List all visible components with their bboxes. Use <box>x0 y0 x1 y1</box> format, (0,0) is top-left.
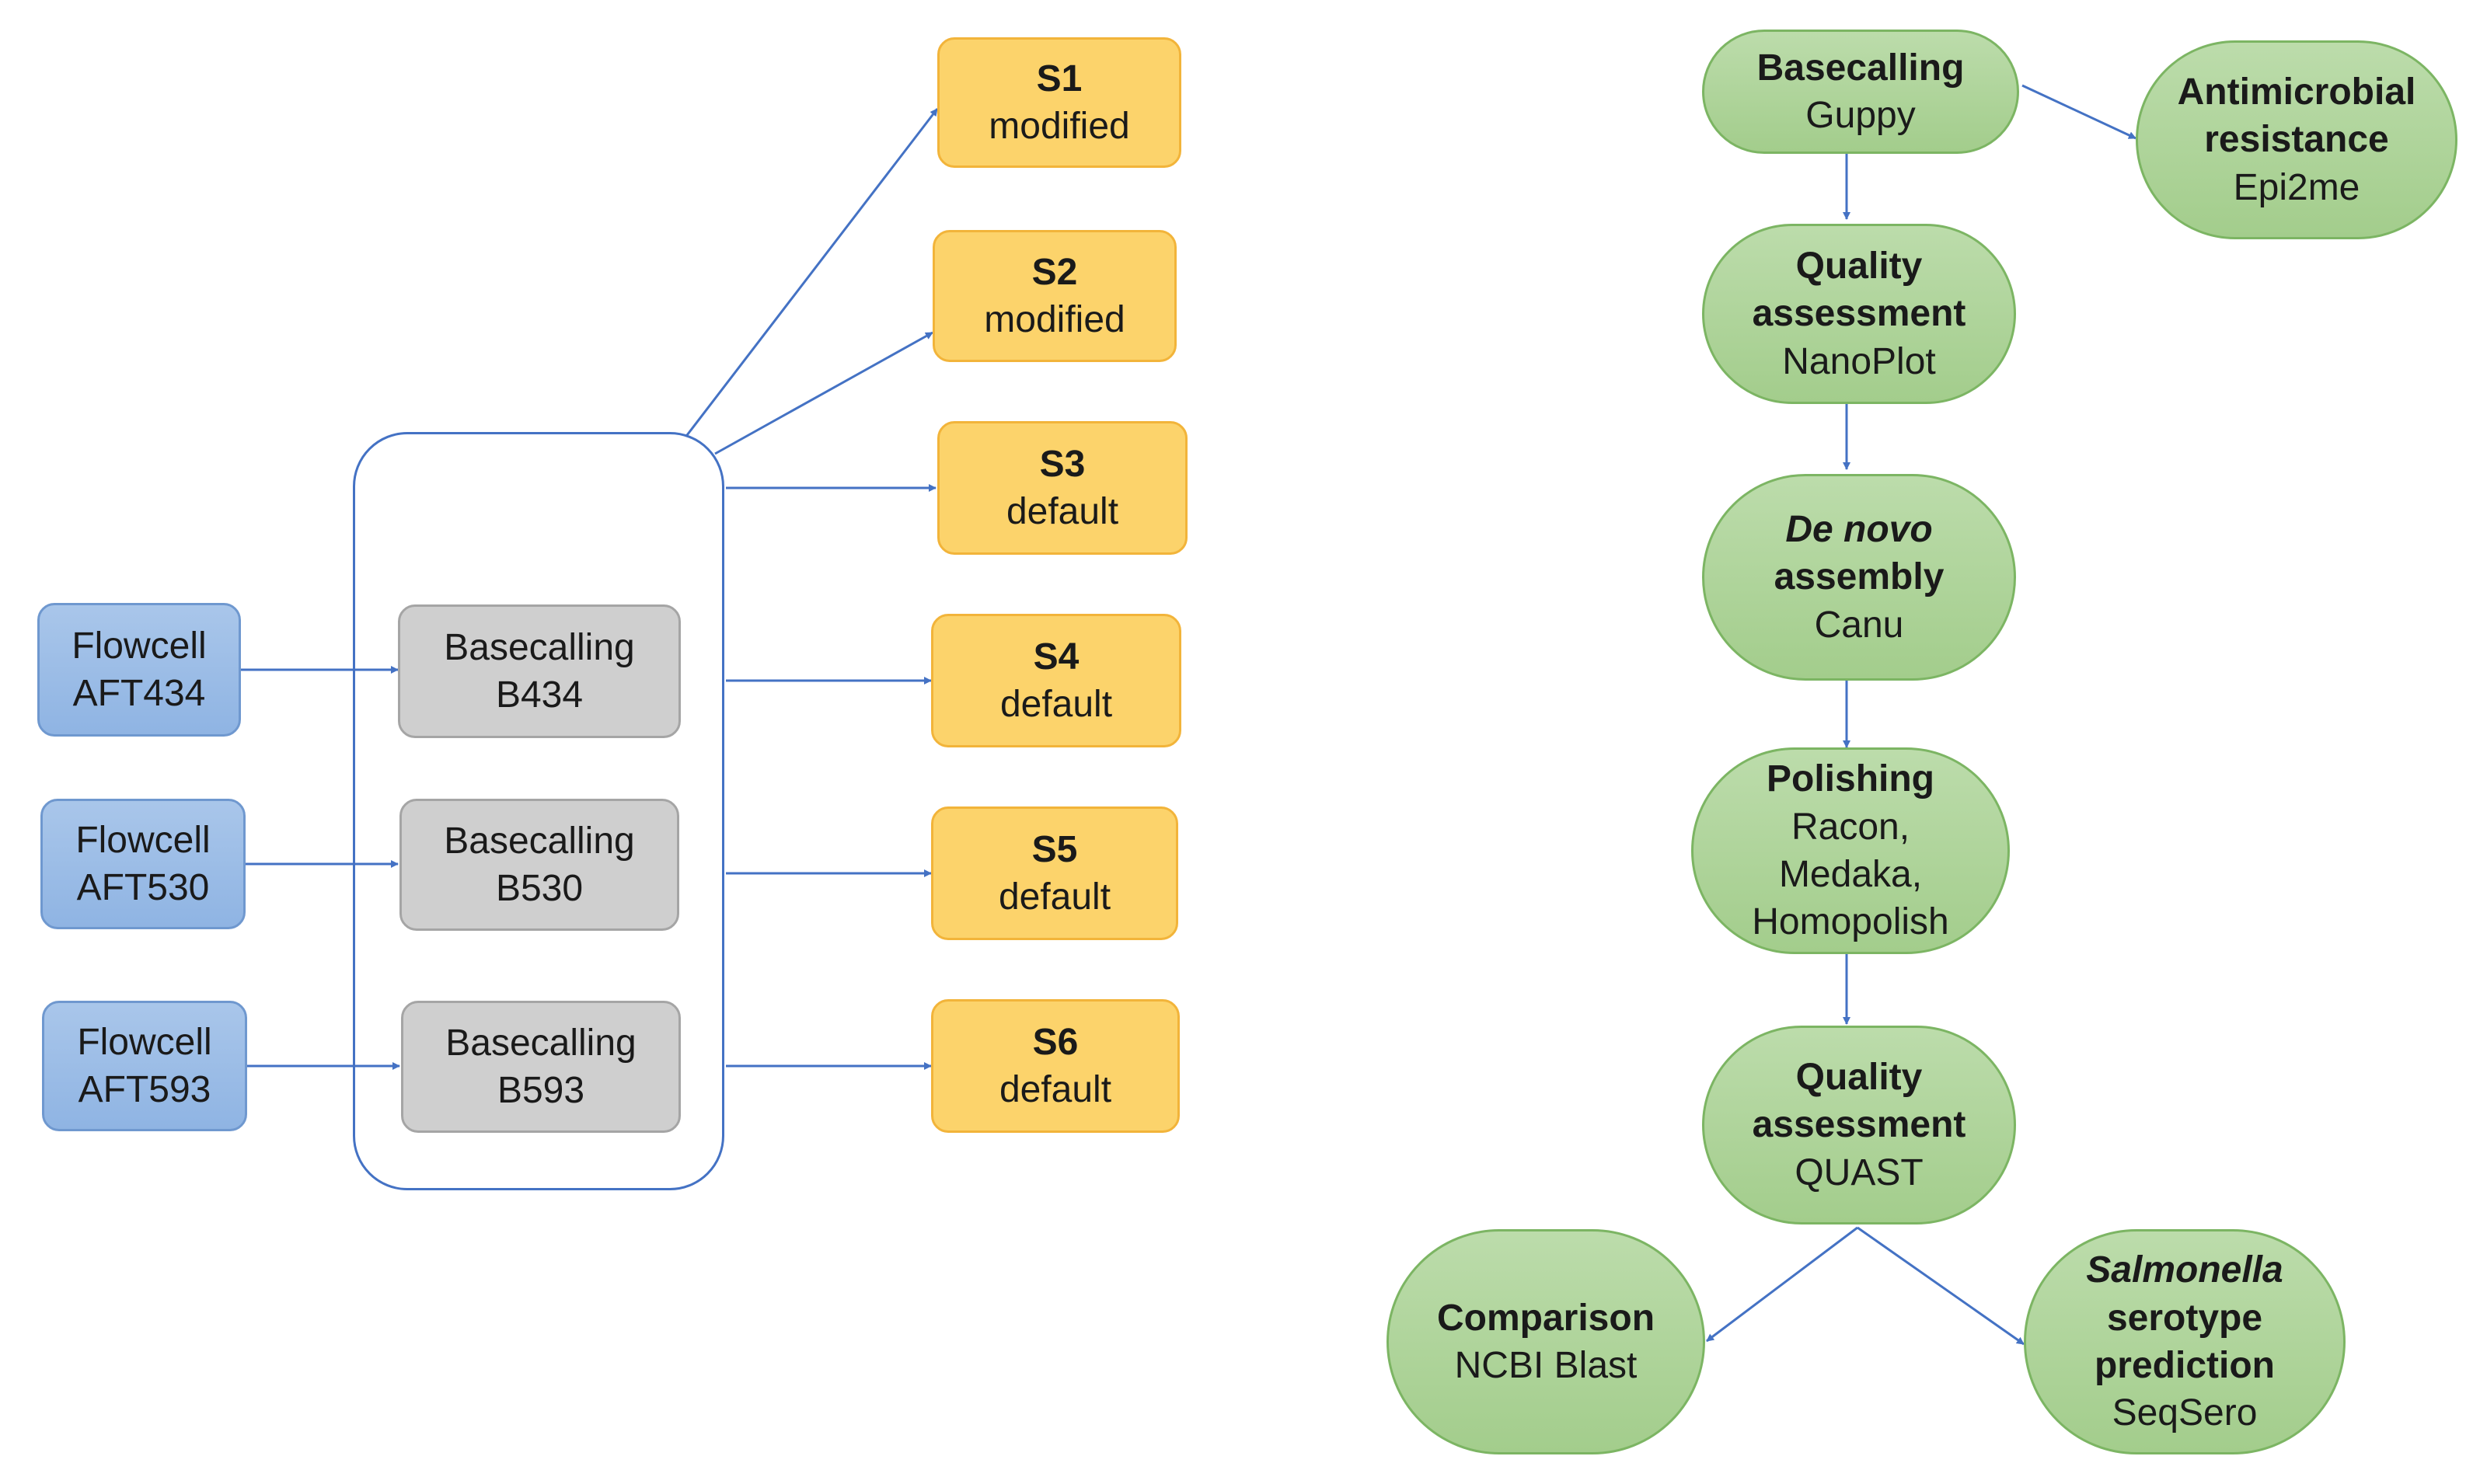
sample-s5: S5 default <box>931 806 1178 940</box>
sample-mode: default <box>999 1069 1112 1110</box>
sample-s3: S3 default <box>937 421 1188 555</box>
pipeline-step-tool: Epi2me <box>2233 166 2360 208</box>
sample-id: S1 <box>1036 57 1083 99</box>
sample-mode: modified <box>989 106 1130 147</box>
pipeline-serotype-prediction: Salmonella serotype prediction SeqSero <box>2024 1229 2346 1454</box>
basecalling-label: Basecalling <box>445 1022 637 1064</box>
pipeline-step-tool: SeqSero <box>2112 1392 2258 1434</box>
pipeline-step-tool: Canu <box>1814 604 1904 646</box>
sample-s6: S6 default <box>931 999 1180 1133</box>
basecalling-group-container <box>353 432 724 1190</box>
basecalling-b593: Basecalling B593 <box>401 1001 681 1133</box>
edge-qa2-cmp <box>1706 1226 1858 1343</box>
pipeline-quality-assessment-1: Quality assessment NanoPlot <box>1702 224 2016 404</box>
edge-c-s1 <box>685 108 939 436</box>
pipeline-step-title: assembly <box>1774 556 1945 598</box>
sample-s2: S2 modified <box>933 230 1177 362</box>
flowcell-label: Flowcell <box>77 1021 212 1063</box>
sample-mode: default <box>1006 491 1119 532</box>
flowcell-aft530: Flowcell AFT530 <box>40 799 246 929</box>
flowcell-id: AFT434 <box>72 673 206 714</box>
pipeline-step-title: resistance <box>2204 119 2389 161</box>
sample-s1: S1 modified <box>937 37 1181 168</box>
pipeline-step-title: Basecalling <box>1756 47 1965 89</box>
flowcell-aft434: Flowcell AFT434 <box>37 603 241 737</box>
pipeline-basecalling: Basecalling Guppy <box>1702 30 2019 154</box>
edge-qa2-sero <box>1857 1226 2025 1346</box>
basecalling-b530: Basecalling B530 <box>399 799 679 931</box>
pipeline-step-tool: Racon, <box>1791 806 1910 848</box>
basecalling-id: B530 <box>495 868 584 909</box>
pipeline-step-title: assessment <box>1752 1104 1966 1146</box>
sample-id: S6 <box>1032 1021 1079 1063</box>
flowcell-id: AFT593 <box>78 1069 211 1110</box>
basecalling-label: Basecalling <box>444 820 635 862</box>
pipeline-step-title: Quality <box>1795 245 1923 287</box>
sample-mode: default <box>998 876 1111 918</box>
sample-mode: default <box>999 684 1113 725</box>
edge-c-s2 <box>714 331 933 455</box>
pipeline-step-title: assessment <box>1752 293 1966 335</box>
pipeline-step-title: Salmonella <box>2086 1249 2283 1291</box>
basecalling-b434: Basecalling B434 <box>398 604 681 738</box>
flowcell-aft593: Flowcell AFT593 <box>42 1001 247 1131</box>
pipeline-polishing: Polishing Racon, Medaka, Homopolish <box>1691 747 2010 954</box>
pipeline-step-tool: Homopolish <box>1752 901 1949 943</box>
pipeline-antimicrobial-resistance: Antimicrobial resistance Epi2me <box>2136 40 2457 239</box>
sample-id: S2 <box>1031 251 1078 293</box>
pipeline-step-title: De novo <box>1785 508 1933 550</box>
pipeline-step-title: serotype <box>2106 1297 2263 1339</box>
pipeline-step-tool: NanoPlot <box>1782 340 1936 382</box>
pipeline-step-title: Antimicrobial <box>2177 71 2416 113</box>
sample-id: S3 <box>1039 443 1086 485</box>
pipeline-step-title: prediction <box>2094 1345 2275 1386</box>
flowcell-label: Flowcell <box>72 625 207 667</box>
pipeline-step-tool: NCBI Blast <box>1454 1345 1638 1386</box>
sample-id: S5 <box>1031 828 1078 870</box>
sample-mode: modified <box>984 299 1125 340</box>
basecalling-label: Basecalling <box>444 626 635 668</box>
flowcell-label: Flowcell <box>75 819 211 861</box>
pipeline-de-novo-assembly: De novo assembly Canu <box>1702 474 2016 681</box>
sample-id: S4 <box>1033 636 1080 678</box>
pipeline-comparison: Comparison NCBI Blast <box>1386 1229 1705 1454</box>
pipeline-step-title: Polishing <box>1767 758 1934 800</box>
pipeline-quality-assessment-2: Quality assessment QUAST <box>1702 1026 2016 1224</box>
pipeline-step-tool: Medaka, <box>1778 854 1923 895</box>
edge-bc-amr <box>2021 84 2136 140</box>
pipeline-step-tool: Guppy <box>1805 95 1916 136</box>
pipeline-step-title: Quality <box>1795 1056 1923 1098</box>
pipeline-step-title: Comparison <box>1436 1297 1655 1339</box>
sample-s4: S4 default <box>931 614 1181 747</box>
flowcell-id: AFT530 <box>76 867 210 908</box>
basecalling-id: B593 <box>497 1070 585 1111</box>
pipeline-step-tool: QUAST <box>1795 1151 1924 1193</box>
basecalling-id: B434 <box>495 674 584 716</box>
